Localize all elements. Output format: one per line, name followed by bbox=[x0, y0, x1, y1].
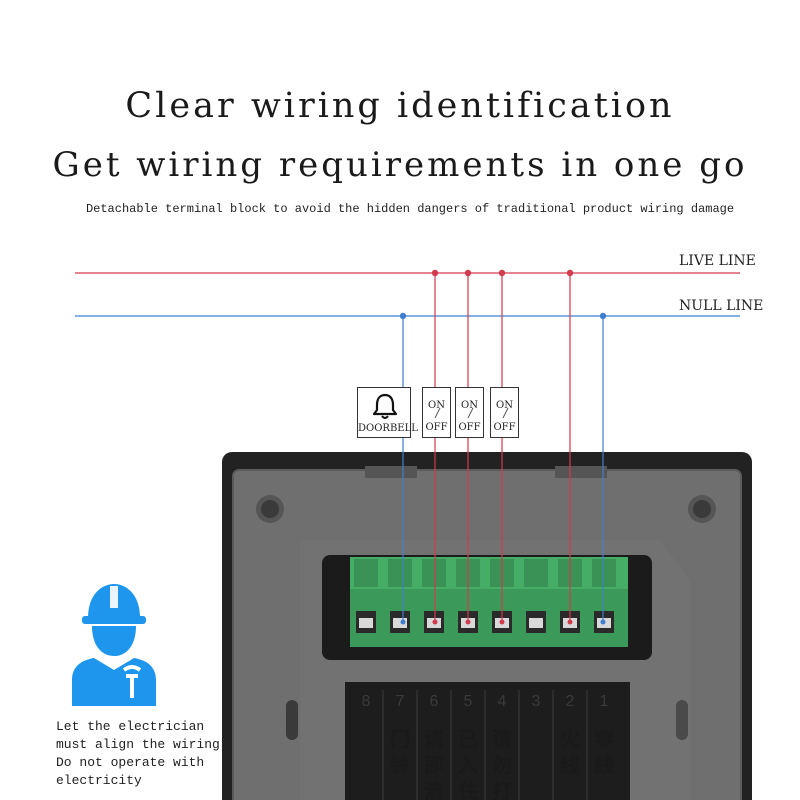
terminal-number: 3 bbox=[532, 693, 541, 710]
terminal-ridge bbox=[354, 559, 378, 587]
toggle-slash-icon bbox=[467, 407, 474, 419]
switch-on-label: ON bbox=[461, 400, 478, 411]
switch-box-2: ON OFF bbox=[455, 387, 484, 438]
toggle-slash-icon bbox=[434, 407, 441, 419]
terminal-label-char: 零 bbox=[593, 727, 615, 751]
wire-end-dot bbox=[600, 619, 606, 625]
terminal-ridge bbox=[524, 559, 548, 587]
wire-junction-dot bbox=[399, 312, 407, 320]
terminal-label-char: 线 bbox=[560, 753, 580, 777]
switch-off-label: OFF bbox=[458, 422, 481, 433]
switch-box-3: ON OFF bbox=[490, 387, 519, 438]
wire-junction-dot bbox=[431, 269, 439, 277]
live-line-label: LIVE LINE bbox=[679, 253, 756, 269]
terminal-label-char: 请 bbox=[492, 727, 512, 751]
terminal-ridge bbox=[422, 559, 446, 587]
terminal-screw-head bbox=[393, 618, 407, 628]
terminal-label-char: 打 bbox=[492, 779, 512, 800]
wire-junction-dot bbox=[566, 269, 574, 277]
bell-icon bbox=[372, 393, 398, 419]
wire-junction-dot bbox=[464, 269, 472, 277]
terminal-label-char: 勿 bbox=[492, 753, 512, 777]
terminal-label-char: 即 bbox=[424, 753, 444, 777]
wire-end-dot bbox=[465, 619, 471, 625]
null-line-label: NULL LINE bbox=[679, 298, 764, 314]
switch-off-label: OFF bbox=[425, 422, 448, 433]
terminal-number: 2 bbox=[566, 693, 575, 710]
terminal-number: 7 bbox=[396, 693, 405, 710]
terminal-label-char: 清 bbox=[424, 779, 444, 800]
toggle-slash-icon bbox=[502, 407, 509, 419]
terminal-label-char: 铃 bbox=[390, 753, 410, 777]
doorbell-label: DOORBELL bbox=[358, 423, 418, 434]
wire-junction-dot bbox=[498, 269, 506, 277]
terminal-screw-head bbox=[529, 618, 543, 628]
switch-off-label: OFF bbox=[493, 422, 516, 433]
terminal-number: 5 bbox=[464, 693, 473, 710]
wire-end-dot bbox=[400, 619, 406, 625]
terminal-ridge bbox=[592, 559, 616, 587]
switch-on-label: ON bbox=[428, 400, 445, 411]
subtitle: Detachable terminal block to avoid the h… bbox=[85, 202, 735, 216]
switch-box-1: ON OFF bbox=[422, 387, 451, 438]
terminal-label-char: 线 bbox=[594, 753, 614, 777]
terminal-number: 1 bbox=[600, 693, 609, 710]
electrician-icon bbox=[72, 584, 156, 706]
terminal-label-char: 火 bbox=[560, 727, 581, 751]
wire-junction-dot bbox=[599, 312, 607, 320]
doorbell-box: DOORBELL bbox=[357, 387, 418, 438]
terminal-label-char: 入 bbox=[458, 753, 478, 777]
terminal-block bbox=[350, 557, 628, 647]
wire-end-dot bbox=[567, 619, 573, 625]
title-line-1: Clear wiring identification bbox=[125, 86, 675, 126]
wire-end-dot bbox=[432, 619, 438, 625]
terminal-label-char: 请 bbox=[424, 727, 444, 751]
electrician-note: Let the electrician must align the wirin… bbox=[56, 719, 220, 788]
terminal-number: 4 bbox=[498, 693, 507, 710]
terminal-label-char: 住 bbox=[458, 779, 478, 800]
terminal-label-char: 门 bbox=[390, 727, 410, 751]
terminal-number: 8 bbox=[362, 693, 371, 710]
terminal-screw-head bbox=[359, 618, 373, 628]
switch-on-label: ON bbox=[496, 400, 513, 411]
terminal-label-char: 已 bbox=[458, 727, 478, 751]
terminal-ridge bbox=[388, 559, 412, 587]
title-line-2: Get wiring requirements in one go bbox=[52, 145, 748, 185]
wire-end-dot bbox=[499, 619, 505, 625]
terminal-number: 6 bbox=[430, 693, 439, 710]
